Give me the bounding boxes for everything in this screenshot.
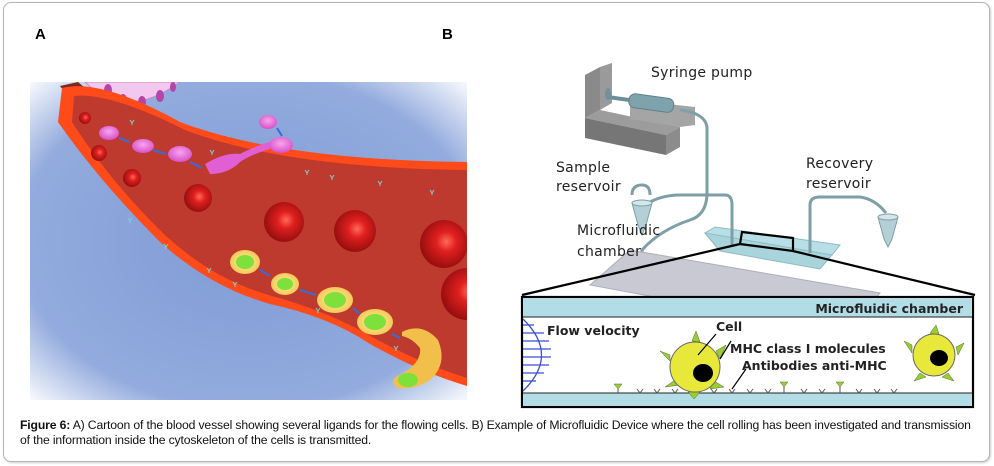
microfluidic-device-svg <box>520 63 976 409</box>
label-microfluidic-chamber-line1: Microfluidic <box>577 223 661 239</box>
label-antibodies: Antibodies anti-MHC <box>742 358 887 373</box>
label-sample-reservoir-line1: Sample <box>556 160 611 176</box>
cell-leader-line <box>697 333 717 356</box>
panel-a-blood-vessel-illustration <box>30 81 493 400</box>
chamber-top-wall <box>523 298 972 317</box>
label-syringe-pump: Syringe pump <box>651 65 753 81</box>
panel-label-a: A <box>35 26 46 43</box>
label-recovery-reservoir-line1: Recovery <box>806 156 874 172</box>
inset-title: Microfluidic chamber <box>815 301 963 316</box>
label-flow-velocity: Flow velocity <box>547 323 640 338</box>
figure-caption: Figure 6: A) Cartoon of the blood vessel… <box>20 418 980 448</box>
syringe-pump-illustration <box>585 63 709 275</box>
bound-mhc-molecules <box>613 381 845 393</box>
mhc-leader-line <box>719 340 732 360</box>
red-blood-cells <box>79 112 493 320</box>
label-mhc-class-i: MHC class I molecules <box>730 341 886 356</box>
vessel-ligands <box>127 119 435 351</box>
zoom-line-left <box>521 242 741 297</box>
inset-chamber-diagram <box>520 295 975 409</box>
flow-velocity-profile <box>522 318 551 392</box>
label-cell: Cell <box>716 319 743 334</box>
pink-leukocytes <box>99 115 293 174</box>
recovery-reservoir-illustration <box>877 213 899 249</box>
label-sample-reservoir-line2: reservoir <box>556 179 621 195</box>
vessel-lumen <box>72 95 467 378</box>
sample-reservoir-illustration <box>630 183 653 237</box>
panel-b-microfluidic-device: Syringe pump Sample reservoir Recovery r… <box>520 55 985 410</box>
caption-label: Figure 6: <box>20 418 71 432</box>
label-microfluidic-chamber-line2: chamber <box>577 244 642 260</box>
label-recovery-reservoir-line2: reservoir <box>806 176 871 192</box>
panel-label-b: B <box>442 26 453 43</box>
yellow-leukocytes <box>230 250 442 389</box>
antibodies-row <box>636 388 898 394</box>
rolling-cell-2 <box>903 324 965 382</box>
antibody-leader-line <box>731 368 747 390</box>
caption-text: A) Cartoon of the blood vessel showing s… <box>20 418 971 447</box>
chamber-bottom-wall <box>523 393 972 406</box>
blood-vessel-svg <box>30 81 493 400</box>
rolling-cell <box>659 330 727 400</box>
zoom-line-right <box>792 249 976 297</box>
